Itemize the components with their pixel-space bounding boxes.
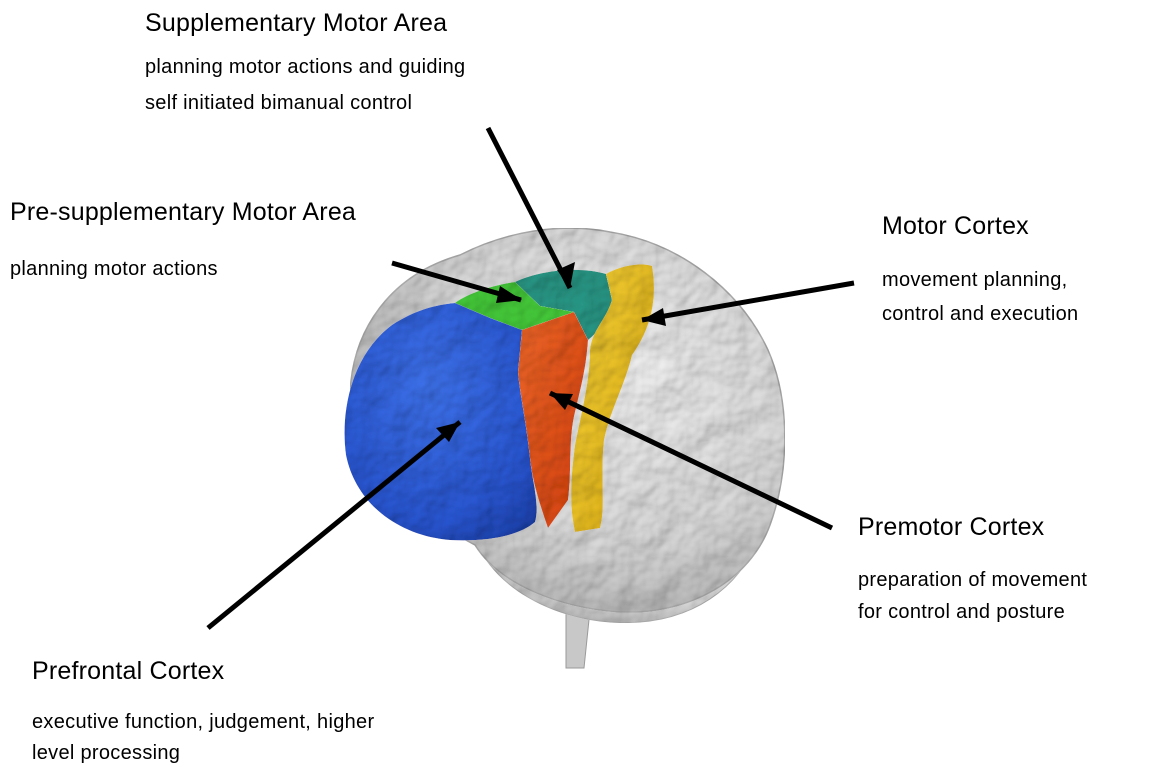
prefrontal-cortex-description-line1: executive function, judgement, higher: [32, 707, 374, 737]
presma-description: planning motor actions: [10, 254, 218, 284]
premotor-cortex-description-line1: preparation of movement: [858, 565, 1087, 595]
presma-title: Pre-supplementary Motor Area: [10, 198, 356, 227]
motor-cortex-description-line2: control and execution: [882, 299, 1078, 329]
prefrontal-cortex-description-line2: level processing: [32, 738, 180, 768]
sma-description-line1: planning motor actions and guiding: [145, 52, 465, 82]
prefrontal-cortex-title: Prefrontal Cortex: [32, 657, 224, 686]
premotor-cortex-title: Premotor Cortex: [858, 513, 1044, 542]
sma-description-line2: self initiated bimanual control: [145, 88, 412, 118]
premotor-cortex-description-line2: for control and posture: [858, 597, 1065, 627]
motor-cortex-title: Motor Cortex: [882, 212, 1029, 241]
sma-title: Supplementary Motor Area: [145, 9, 447, 38]
motor-cortex-description-line1: movement planning,: [882, 265, 1068, 295]
